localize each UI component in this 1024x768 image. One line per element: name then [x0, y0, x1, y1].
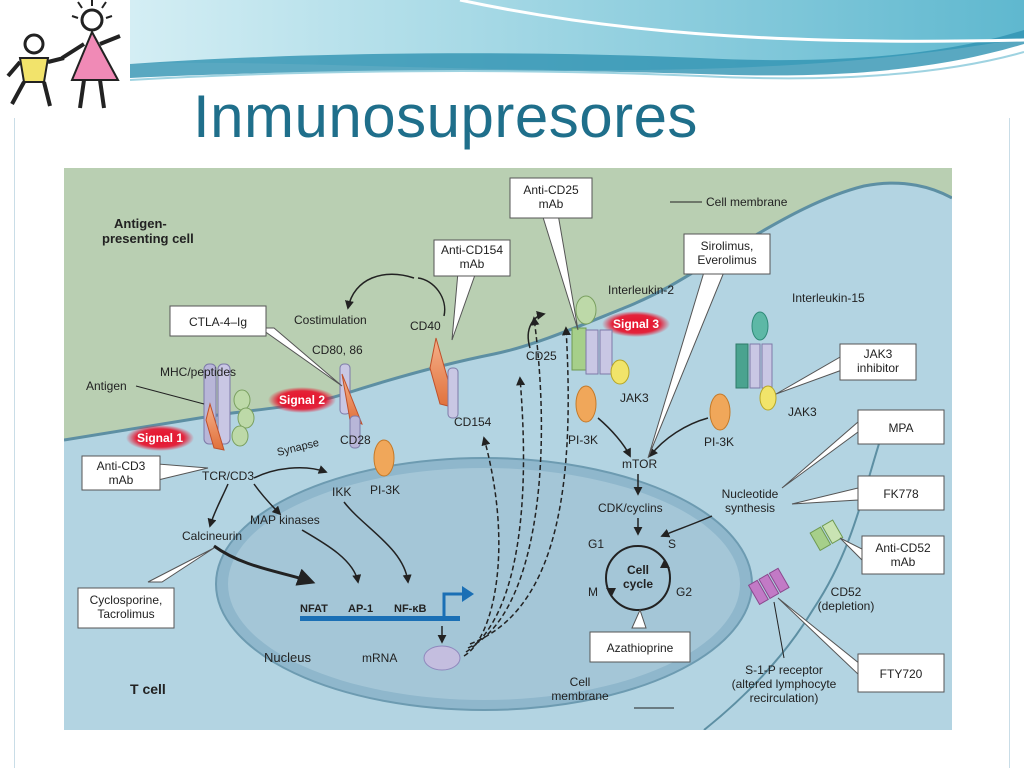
cd28-label: CD28	[340, 433, 371, 447]
right-border-line	[1009, 118, 1010, 768]
antigen-label: Antigen	[86, 379, 127, 393]
il15-label: Interleukin-15	[792, 291, 865, 305]
mrna-label: mRNA	[362, 651, 397, 665]
nfkb-label: NF-κB	[394, 603, 426, 615]
svg-text:Signal 2: Signal 2	[279, 393, 325, 407]
ikk-label: IKK	[332, 485, 351, 499]
header-wave-banner	[129, 0, 1024, 81]
drug-mpa: MPA	[857, 409, 945, 445]
mrna-dashed-arrows	[463, 316, 571, 657]
drug-sirolimus: Sirolimus,Everolimus	[683, 233, 771, 275]
mrna-shape	[423, 645, 461, 671]
svg-text:Signal 3: Signal 3	[613, 317, 659, 331]
svg-text:Azathioprine: Azathioprine	[607, 641, 674, 655]
pi3k-b-label: PI-3K	[568, 433, 598, 447]
tcell-label: T cell	[130, 681, 166, 697]
svg-text:G2: G2	[676, 585, 692, 599]
svg-text:Cyclosporine,Tacrolimus: Cyclosporine,Tacrolimus	[90, 593, 163, 621]
svg-text:M: M	[588, 585, 598, 599]
mhc-label: MHC/peptides	[160, 365, 236, 379]
il2-receptor	[571, 295, 630, 423]
pi3k-a-label: PI-3K	[370, 483, 400, 497]
immunosuppression-diagram: Antigen-presenting cell T cell Nucleus C…	[64, 168, 952, 730]
cd80-cd28-complex	[339, 363, 363, 449]
drug-fk778: FK778	[857, 475, 945, 511]
svg-text:CTLA-4–Ig: CTLA-4–Ig	[189, 315, 247, 329]
cell-membrane-top-label: Cell membrane	[706, 195, 788, 209]
nucleus-label: Nucleus	[264, 650, 311, 665]
pi3k-a-shape	[373, 439, 395, 477]
calcineurin-label: Calcineurin	[182, 529, 242, 543]
svg-text:FK778: FK778	[883, 487, 919, 501]
drug-azathioprine: Azathioprine	[589, 631, 691, 663]
jak3-a-label: JAK3	[620, 391, 649, 405]
il2-label: Interleukin-2	[608, 283, 674, 297]
slide-title: Inmunosupresores	[193, 83, 698, 150]
ap1-label: AP-1	[348, 603, 373, 615]
nfat-label: NFAT	[300, 603, 328, 615]
il15-receptor	[709, 311, 777, 431]
apc-label: Antigen-presenting cell	[102, 216, 194, 246]
drug-cyclosporine: Cyclosporine,Tacrolimus	[77, 587, 175, 629]
tcr-label: TCR/CD3	[202, 469, 254, 483]
cd154-label: CD154	[454, 415, 492, 429]
svg-text:Sirolimus,Everolimus: Sirolimus,Everolimus	[697, 239, 756, 267]
cd40-cd154-complex	[429, 337, 459, 419]
signal-2: Signal 2	[268, 387, 336, 413]
cdk-label: CDK/cyclins	[598, 501, 663, 515]
jak3-b-label: JAK3	[788, 405, 817, 419]
left-border-line	[14, 118, 15, 768]
costim-label: Costimulation	[294, 313, 367, 327]
cd52-label: CD52(depletion)	[818, 585, 875, 613]
cd25-label: CD25	[526, 349, 557, 363]
drug-ctla4: CTLA-4–Ig	[169, 305, 267, 337]
svg-text:MPA: MPA	[888, 421, 913, 435]
kids-logo	[0, 0, 130, 122]
mtor-label: mTOR	[622, 457, 657, 471]
cd80-label: CD80, 86	[312, 343, 363, 357]
svg-text:FTY720: FTY720	[880, 667, 923, 681]
svg-text:Signal 1: Signal 1	[137, 431, 183, 445]
kids-logo-icon	[6, 0, 121, 109]
svg-text:S: S	[668, 537, 676, 551]
signal-3: Signal 3	[602, 311, 670, 337]
cd40-label: CD40	[410, 319, 441, 333]
svg-text:G1: G1	[588, 537, 604, 551]
pi3k-c-label: PI-3K	[704, 435, 734, 449]
s1p-receptor-shape	[747, 567, 790, 606]
drug-fty720: FTY720	[857, 653, 945, 693]
signal-1: Signal 1	[126, 425, 194, 451]
mapk-label: MAP kinases	[250, 513, 320, 527]
cd52-shape	[809, 519, 844, 552]
gene-promoter	[300, 586, 474, 621]
